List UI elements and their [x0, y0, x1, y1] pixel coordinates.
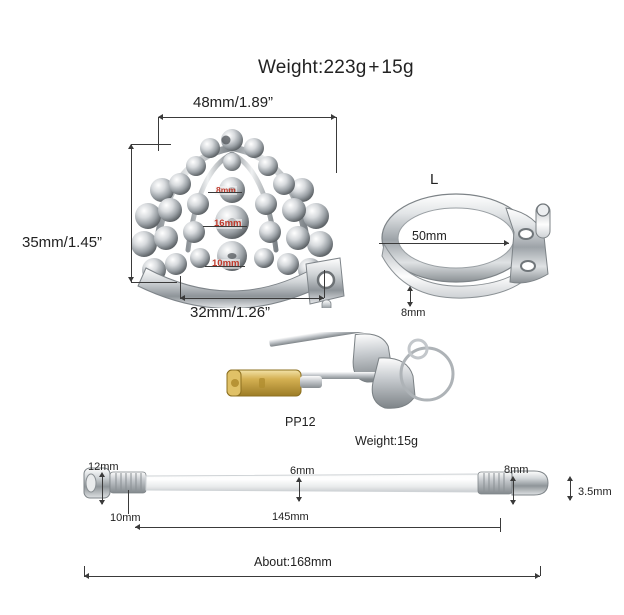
cage-width-arrow-right: [331, 113, 336, 120]
catheter-shaft-dia-rule: [299, 479, 300, 501]
total-length-arrow-left: [84, 572, 89, 579]
cage-base-arrow-right: [319, 294, 324, 301]
ring-diameter-arrow-right: [504, 239, 509, 246]
total-length-ext-left: [84, 566, 85, 576]
catheter-tip-arrow-down: [509, 500, 516, 505]
ring-size-label: L: [430, 171, 439, 188]
cage-height-ext-bottom: [131, 282, 177, 283]
cage-height-arrow-up: [127, 144, 134, 149]
total-length-label: About:168mm: [254, 555, 332, 569]
base-ring-illustration: [381, 193, 551, 299]
page-title: Weight:223g + 15g: [258, 57, 414, 78]
keys-and-lock-illustration: [226, 332, 455, 409]
total-length-ext-right: [540, 566, 541, 576]
catheter-head-arrow-down: [98, 500, 105, 505]
cage-width-ext-right: [336, 117, 337, 173]
lock-model-label: PP12: [285, 415, 316, 429]
catheter-head-rule: [102, 474, 103, 504]
total-length-rule: [84, 576, 540, 577]
bead-label-bottom: 10mm: [211, 258, 241, 269]
ring-thickness-rule: [410, 288, 411, 306]
catheter-shaft-diameter-label: 6mm: [290, 465, 315, 477]
ring-diameter-rule: [379, 243, 509, 244]
bead-rule-middle: [203, 226, 247, 227]
catheter-tip-thk-arrow-up: [566, 476, 573, 481]
catheter-shaft-length-ext-right: [500, 518, 501, 532]
cage-base-label: 32mm/1.26”: [190, 304, 271, 321]
cage-base-arrow-left: [180, 294, 185, 301]
ring-thickness-arrow-up: [406, 286, 413, 291]
catheter-shaft-arrow-left: [135, 523, 140, 530]
bead-label-top: 8mm: [215, 185, 237, 195]
catheter-tip-thickness-label: 3.5mm: [578, 486, 612, 498]
cage-base-rule: [180, 298, 324, 299]
total-length-arrow-right: [535, 572, 540, 579]
urethral-catheter-illustration: [83, 467, 549, 499]
bead-label-middle: 16mm: [213, 218, 243, 229]
catheter-head-diameter-label: 12mm: [88, 461, 119, 473]
ring-thickness-arrow-down: [406, 302, 413, 307]
cage-height-label: 35mm/1.45”: [22, 234, 103, 251]
cage-base-ext-right: [324, 270, 325, 298]
cage-width-arrow-left: [158, 113, 163, 120]
cage-width-rule: [158, 117, 336, 118]
catheter-neck-length-label: 10mm: [110, 512, 141, 524]
cage-height-arrow-down: [127, 277, 134, 282]
cage-height-rule: [131, 144, 132, 282]
keys-weight-label: Weight:15g: [355, 434, 419, 448]
catheter-tip-dia-rule: [513, 478, 514, 504]
catheter-shaft-arrow-down: [295, 497, 302, 502]
cage-height-ext-top: [131, 144, 171, 145]
catheter-tip-diameter-label: 8mm: [504, 464, 529, 476]
catheter-shaft-length-rule: [135, 527, 500, 528]
ring-diameter-label: 50mm: [412, 229, 447, 243]
ring-thickness-label: 8mm: [401, 307, 426, 319]
catheter-tip-thk-rule: [570, 478, 571, 500]
catheter-tip-thk-arrow-down: [566, 496, 573, 501]
bead-rule-bottom: [205, 266, 245, 267]
catheter-neck-ext: [128, 490, 129, 514]
cage-width-label: 48mm/1.89”: [193, 94, 274, 111]
cage-base-ext-left: [180, 276, 181, 298]
chastity-cage-illustration: [131, 129, 345, 308]
catheter-tip-arrow-up: [509, 476, 516, 481]
cage-width-ext-left: [158, 117, 159, 151]
catheter-shaft-length-label: 145mm: [272, 511, 309, 523]
bead-rule-top: [208, 192, 242, 193]
catheter-head-arrow-up: [98, 472, 105, 477]
catheter-shaft-arrow-up: [295, 477, 302, 482]
